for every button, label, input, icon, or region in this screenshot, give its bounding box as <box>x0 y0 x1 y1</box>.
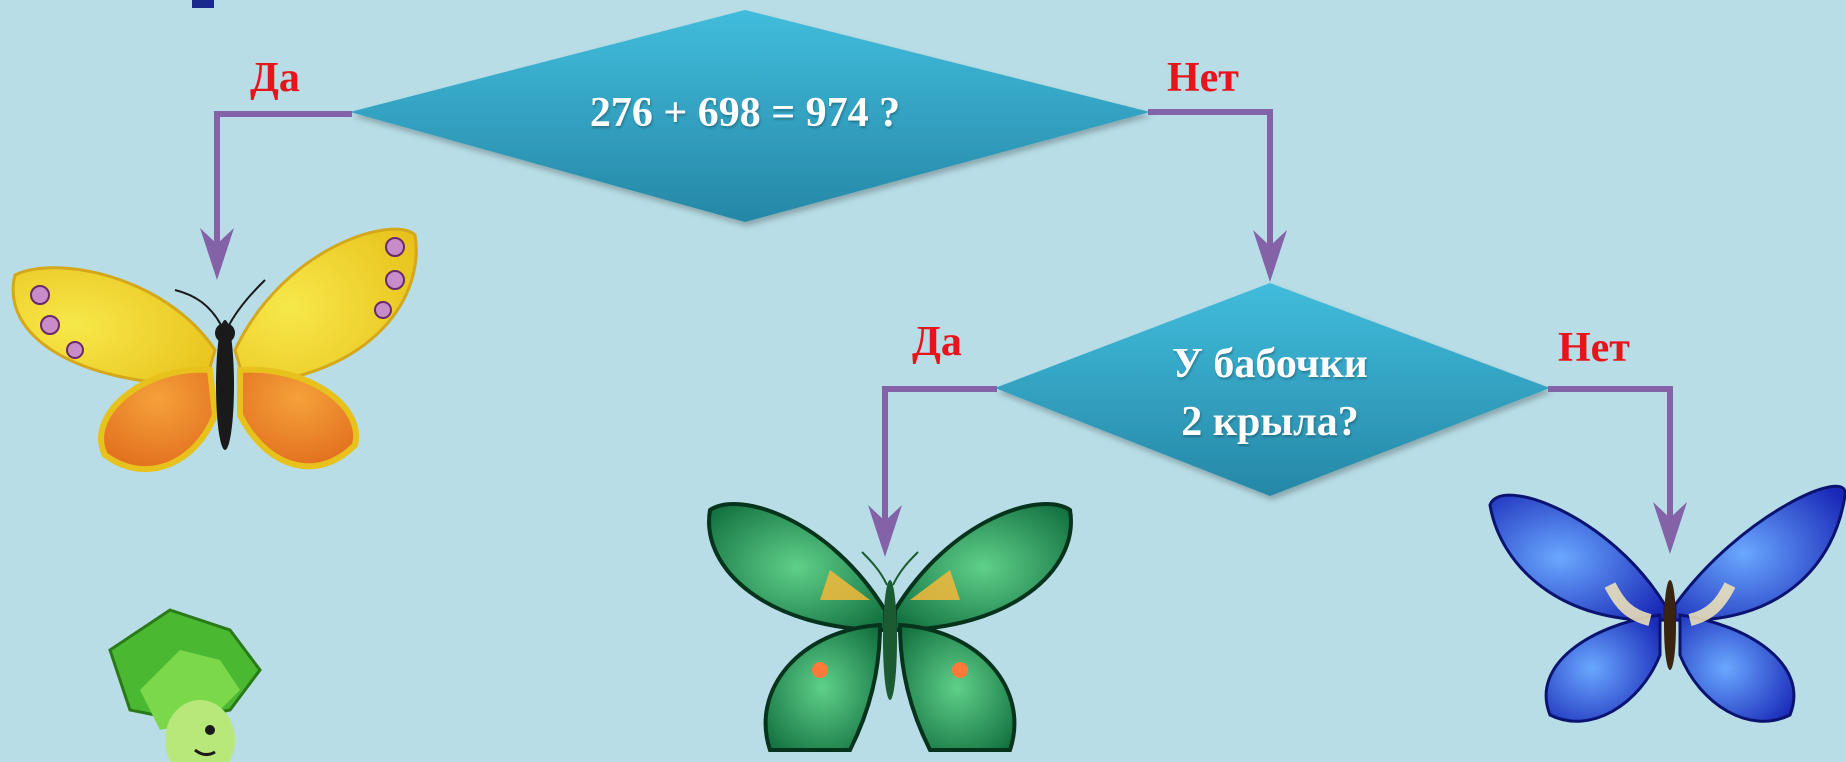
yellow-butterfly-image <box>11 227 418 473</box>
decision-2-yes-label: Да <box>912 319 962 365</box>
connector-yes-2 <box>882 386 997 535</box>
decision-diamond-1 <box>350 10 1150 222</box>
decision-2-question: У бабочки 2 крыла? <box>1120 335 1420 451</box>
arrowhead-yes-2 <box>868 505 902 557</box>
decision-1-no-label: Нет <box>1167 55 1239 101</box>
arrowhead-no-1 <box>1253 230 1287 282</box>
decision-1-yes-label: Да <box>250 55 300 101</box>
connector-no-1 <box>1148 109 1273 258</box>
decision-2-question-line2: 2 крыла? <box>1181 399 1359 445</box>
decision-diamond-2 <box>995 283 1550 496</box>
connector-yes-1 <box>214 111 352 258</box>
decision-2-question-line1: У бабочки <box>1172 341 1368 387</box>
title-fragment <box>192 0 214 8</box>
blue-butterfly-image <box>1488 484 1846 723</box>
green-butterfly-image <box>707 502 1073 752</box>
connector-no-2 <box>1548 386 1673 530</box>
decision-1-question: 276 + 698 = 974 ? <box>589 90 901 136</box>
decision-2-no-label: Нет <box>1558 325 1630 371</box>
arrowhead-no-2 <box>1653 502 1687 554</box>
arrowhead-yes-1 <box>200 228 234 280</box>
cartoon-character-image <box>108 608 262 762</box>
